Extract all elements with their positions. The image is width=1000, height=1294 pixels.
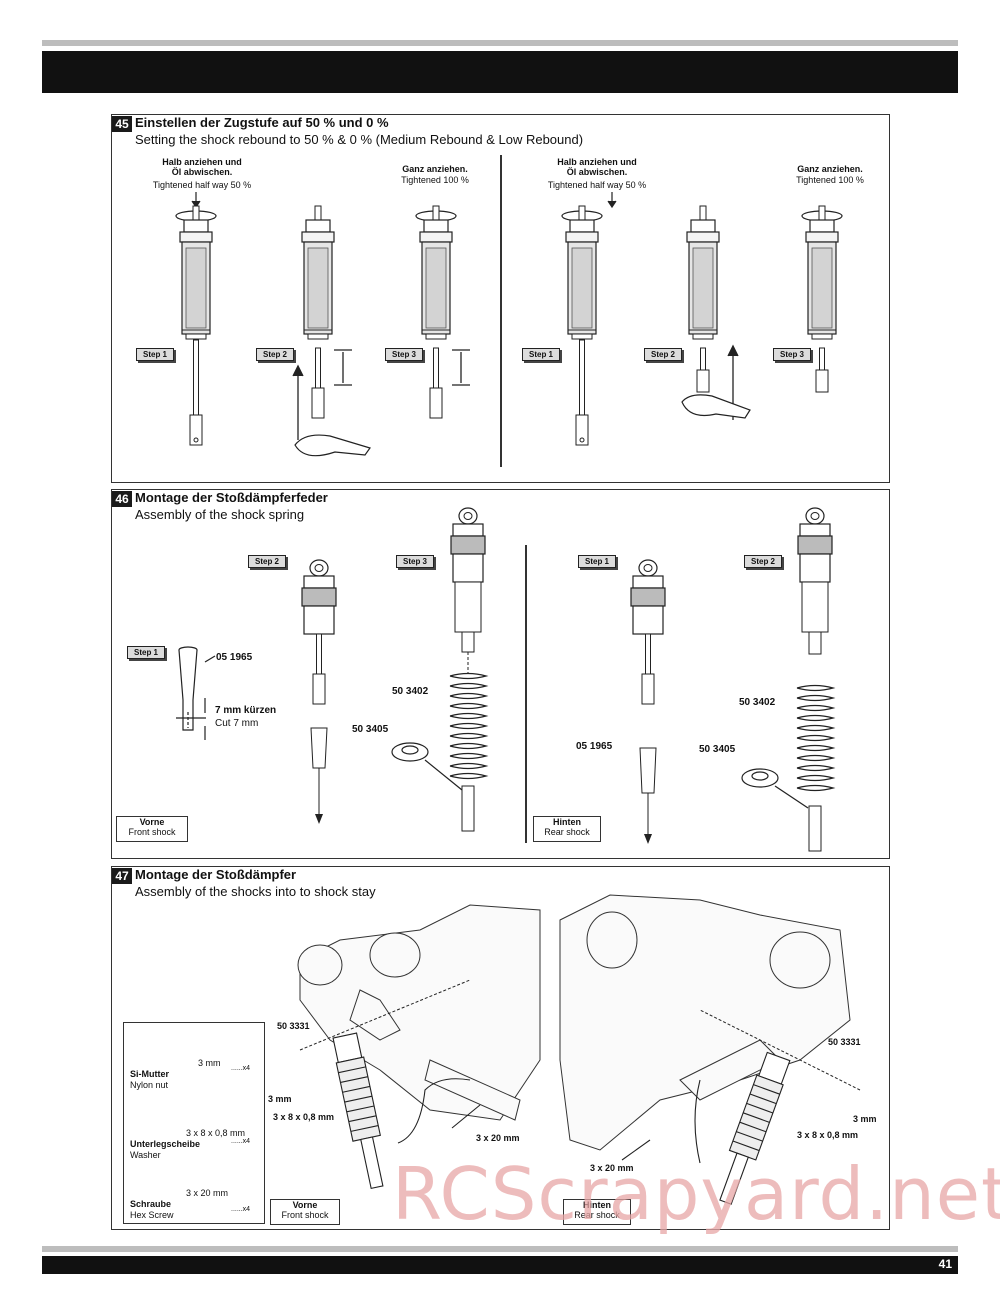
part-05-1965-right: 05 1965 — [576, 741, 613, 752]
legend-washer-size: 3 x 8 x 0,8 mm — [186, 1128, 246, 1138]
step46-tag-2: Step 2 — [248, 555, 287, 568]
shock-rebound-illustration — [175, 192, 843, 457]
shock-spring-illustration — [176, 507, 834, 852]
nut-label-left: 3 mm — [268, 1094, 292, 1104]
part-50-3331-left: 50 3331 — [277, 1021, 310, 1031]
part-50-3405-left: 50 3405 — [352, 724, 389, 735]
part-50-3405-right: 50 3405 — [699, 744, 736, 755]
step46-tag-4: Step 1 — [578, 555, 617, 568]
legend-screw-en: Hex Screw — [130, 1210, 174, 1220]
step46-tag-5: Step 2 — [744, 555, 783, 568]
legend-nut-de: Si-Mutter — [130, 1069, 169, 1079]
page-number: 41 — [938, 1257, 952, 1271]
cut-label-de: 7 mm kürzen — [215, 705, 277, 716]
legend-washer-en: Washer — [130, 1150, 161, 1160]
step45-tag-4: Step 1 — [522, 348, 561, 361]
step45-tag-6: Step 3 — [773, 348, 812, 361]
legend-nut-size: 3 mm — [198, 1058, 221, 1068]
legend-screw-de: Schraube — [130, 1199, 172, 1209]
header-rule — [42, 40, 958, 46]
full-tighten-label-de: Ganz anziehen. — [402, 164, 468, 174]
step-46-panel — [111, 489, 890, 859]
footer-bar — [42, 1256, 958, 1274]
full-tighten-label-en: Tightened 100 % — [401, 175, 469, 185]
part-50-3331-right: 50 3331 — [828, 1037, 861, 1047]
full-tighten-label-de-2: Ganz anziehen. — [797, 164, 863, 174]
screw-label-right: 3 x 20 mm — [590, 1163, 634, 1173]
part-50-3402-right: 50 3402 — [739, 697, 776, 708]
step45-tag-1: Step 1 — [136, 348, 175, 361]
step-47-title-de: Montage der Stoßdämpfer — [135, 867, 297, 882]
step-45-divider — [500, 155, 502, 467]
step-47-number: 47 — [112, 868, 132, 884]
step45-tag-2: Step 2 — [256, 348, 295, 361]
step-47-title-en: Assembly of the shocks into to shock sta… — [135, 884, 376, 899]
part-05-1965-left: 05 1965 — [216, 652, 253, 663]
legend-screw-qty: ......x4 — [231, 1206, 251, 1213]
half-tighten-label-en-2: Tightened half way 50 % — [547, 180, 647, 190]
legend-nut-en: Nylon nut — [130, 1080, 169, 1090]
legend-washer-de: Unterlegscheibe — [130, 1139, 201, 1149]
half-tighten-label-en: Tightened half way 50 % — [152, 180, 252, 190]
step-46-title-de: Montage der Stoßdämpferfeder — [135, 490, 328, 505]
washer-label-right: 3 x 8 x 0,8 mm — [797, 1130, 859, 1140]
hardware-legend — [123, 1022, 265, 1224]
step-46-number: 46 — [112, 491, 132, 507]
screw-label-left: 3 x 20 mm — [476, 1133, 520, 1143]
step-46-divider — [525, 545, 527, 843]
step-45-title-en: Setting the shock rebound to 50 % & 0 % … — [135, 132, 584, 147]
step45-tag-3: Step 3 — [385, 348, 424, 361]
legend-washer-qty: ......x4 — [231, 1138, 251, 1145]
watermark: RCScrapyard.net — [392, 1152, 1000, 1236]
washer-label-left: 3 x 8 x 0,8 mm — [273, 1112, 335, 1122]
step-45-number: 45 — [112, 116, 132, 132]
header-bar — [42, 51, 958, 93]
step45-tag-5: Step 2 — [644, 348, 683, 361]
step46-tag-3: Step 3 — [396, 555, 435, 568]
part-50-3402-left: 50 3402 — [392, 686, 429, 697]
step-45-title-de: Einstellen der Zugstufe auf 50 % und 0 % — [135, 115, 389, 130]
footer-rule — [42, 1246, 958, 1252]
legend-nut-qty: ......x4 — [231, 1065, 251, 1072]
step-46-title-en: Assembly of the shock spring — [135, 507, 305, 522]
nut-label-right: 3 mm — [853, 1114, 877, 1124]
step46-tag-1: Step 1 — [127, 646, 166, 659]
cut-label-en: Cut 7 mm — [215, 718, 259, 729]
full-tighten-label-en-2: Tightened 100 % — [796, 175, 864, 185]
legend-screw-size: 3 x 20 mm — [186, 1188, 229, 1198]
